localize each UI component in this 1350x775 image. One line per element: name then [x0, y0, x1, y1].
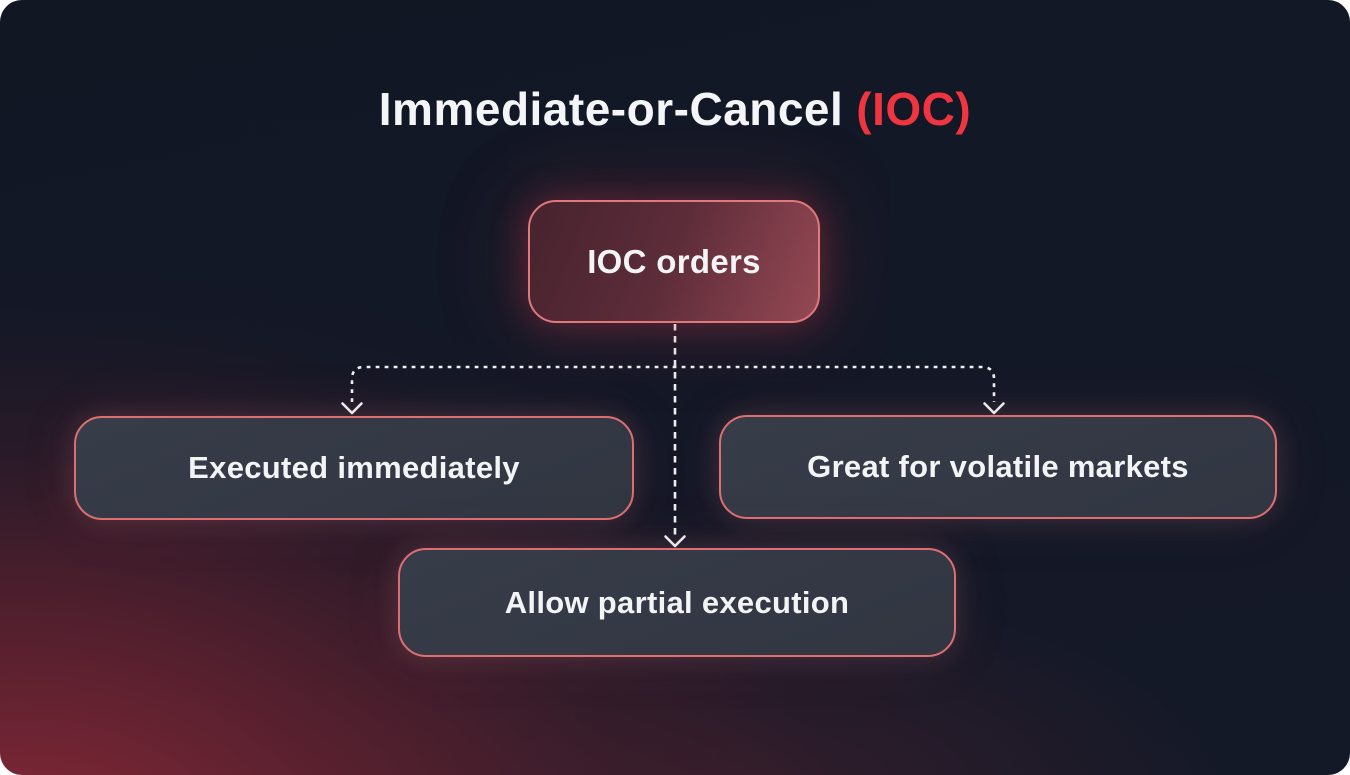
node-allow-partial-execution-label: Allow partial execution	[504, 584, 850, 620]
title-accent: (IOC)	[856, 83, 972, 135]
node-ioc-orders: IOC orders	[528, 200, 820, 323]
node-great-for-volatile-markets-label: Great for volatile markets	[807, 449, 1189, 484]
page-title: Immediate-or-Cancel(IOC)	[0, 82, 1350, 136]
arrowhead-center-icon	[664, 535, 686, 548]
arrowhead-right-icon	[983, 402, 1005, 415]
node-executed-immediately: Executed immediately	[74, 416, 634, 520]
node-ioc-orders-label: IOC orders	[587, 242, 761, 280]
node-allow-partial-execution: Allow partial execution	[398, 548, 956, 657]
title-main: Immediate-or-Cancel	[378, 83, 844, 135]
node-great-for-volatile-markets: Great for volatile markets	[719, 415, 1277, 519]
node-executed-immediately-label: Executed immediately	[188, 450, 520, 485]
arrowhead-left-icon	[341, 402, 363, 415]
connector-bracket-line	[350, 365, 996, 402]
